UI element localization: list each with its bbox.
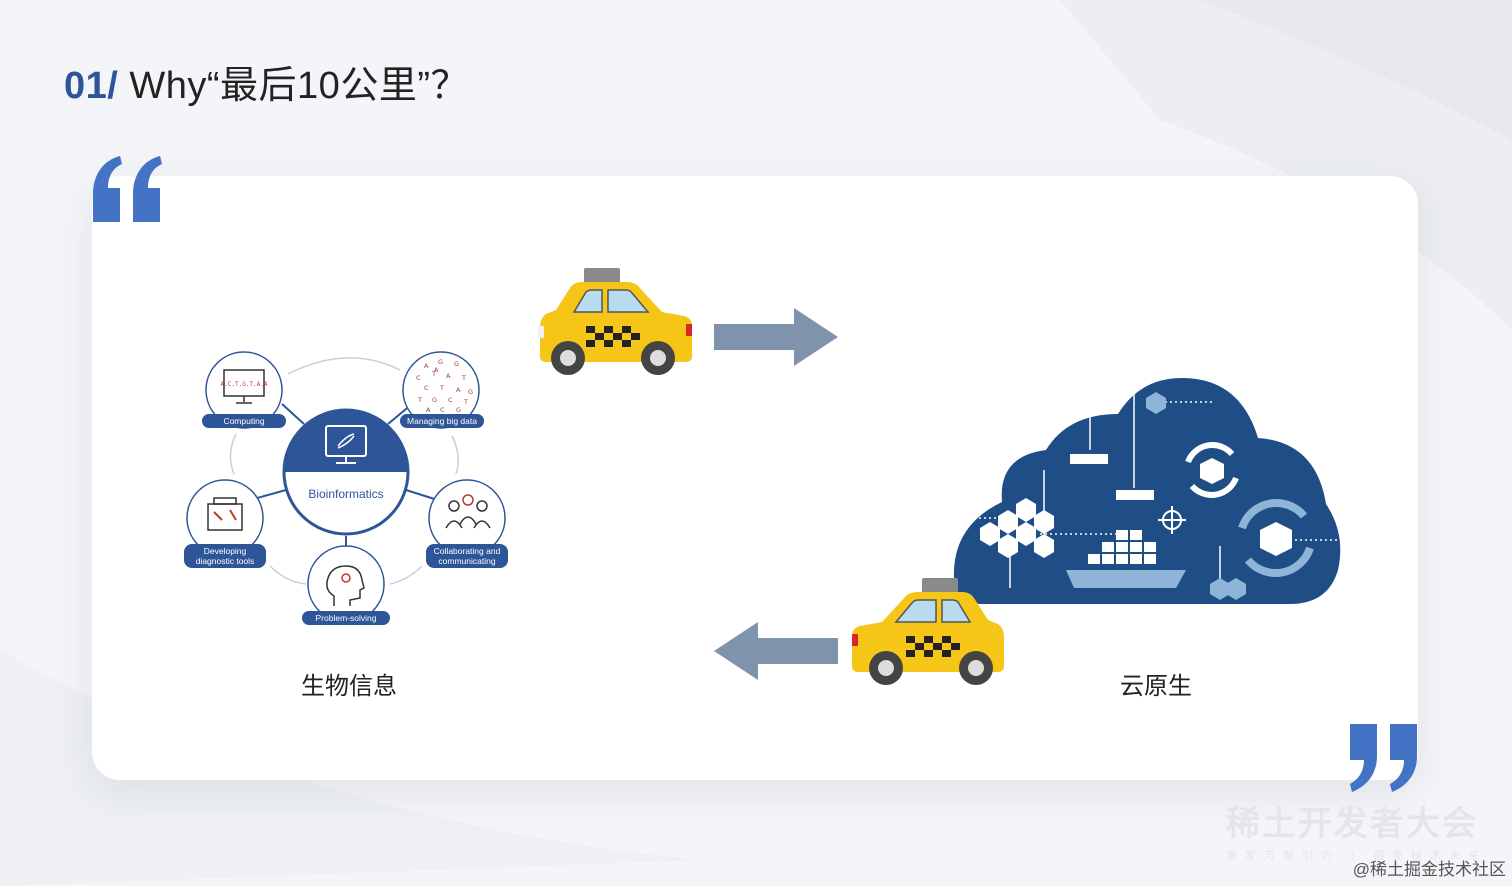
node-computing-label: Computing (223, 416, 264, 426)
quote-open-icon (93, 156, 162, 222)
svg-text:T: T (463, 398, 468, 406)
taxi-icon (852, 578, 1004, 685)
svg-text:T: T (431, 370, 436, 378)
node-tools-label-line2: diagnostic tools (196, 556, 255, 566)
watermark: @稀土掘金技术社区 (1352, 860, 1506, 879)
bioinformatics-diagram: Bioinformatics A.C.T.G.T.A.A Computing A… (184, 351, 508, 625)
caption-bioinformatics: 生物信息 (301, 673, 397, 700)
svg-text:C: C (416, 374, 421, 382)
event-name: 稀土开发者大会 (1226, 805, 1478, 843)
slide-title: 01/ Why“最后10公里”？ (64, 54, 469, 109)
svg-text:C: C (440, 406, 445, 414)
node-tools-label-line1: Developing (204, 546, 247, 556)
svg-text:G: G (456, 406, 461, 414)
svg-text:C: C (424, 384, 429, 392)
diagram-center-label: Bioinformatics (308, 487, 383, 501)
quote-close-icon (1350, 724, 1417, 792)
svg-text:G: G (468, 388, 473, 396)
svg-text:T: T (439, 384, 444, 392)
arrow-right-icon (714, 308, 838, 366)
sync-cycle-small (1185, 442, 1239, 498)
node-problem-label: Problem-solving (316, 613, 377, 623)
caption-cloud-native: 云原生 (1120, 673, 1192, 700)
title-text: Why“最后10公里”？ (129, 65, 469, 107)
svg-text:A: A (424, 362, 429, 370)
svg-text:G: G (454, 360, 459, 368)
event-branding: 稀土开发者大会 激发万智引力 / 掘金技术未来 (1226, 796, 1487, 863)
dna-letters: A G G C T A T C T A G T G C T A C G A (416, 358, 473, 414)
computing-monitor-text: A.C.T.G.T.A.A (221, 381, 268, 388)
svg-text:G: G (438, 358, 443, 366)
svg-text:A: A (446, 372, 451, 380)
svg-text:G: G (432, 396, 437, 404)
svg-text:A: A (434, 366, 439, 374)
cloud-native-icon (953, 378, 1341, 604)
arrow-left-icon (714, 622, 838, 680)
svg-text:T: T (461, 374, 466, 382)
taxi-icon (538, 268, 692, 375)
node-collab-label-line2: communicating (438, 556, 495, 566)
title-number: 01/ (64, 65, 119, 107)
svg-text:A: A (456, 386, 461, 394)
svg-text:A: A (426, 406, 431, 414)
node-big-data-label: Managing big data (407, 416, 477, 426)
event-slogan: 激发万智引力 / 掘金技术未来 (1226, 850, 1488, 862)
sync-cycle-large (1238, 499, 1314, 577)
node-collab-label-line1: Collaborating and (434, 546, 501, 556)
svg-text:T: T (417, 396, 422, 404)
svg-text:C: C (448, 396, 453, 404)
